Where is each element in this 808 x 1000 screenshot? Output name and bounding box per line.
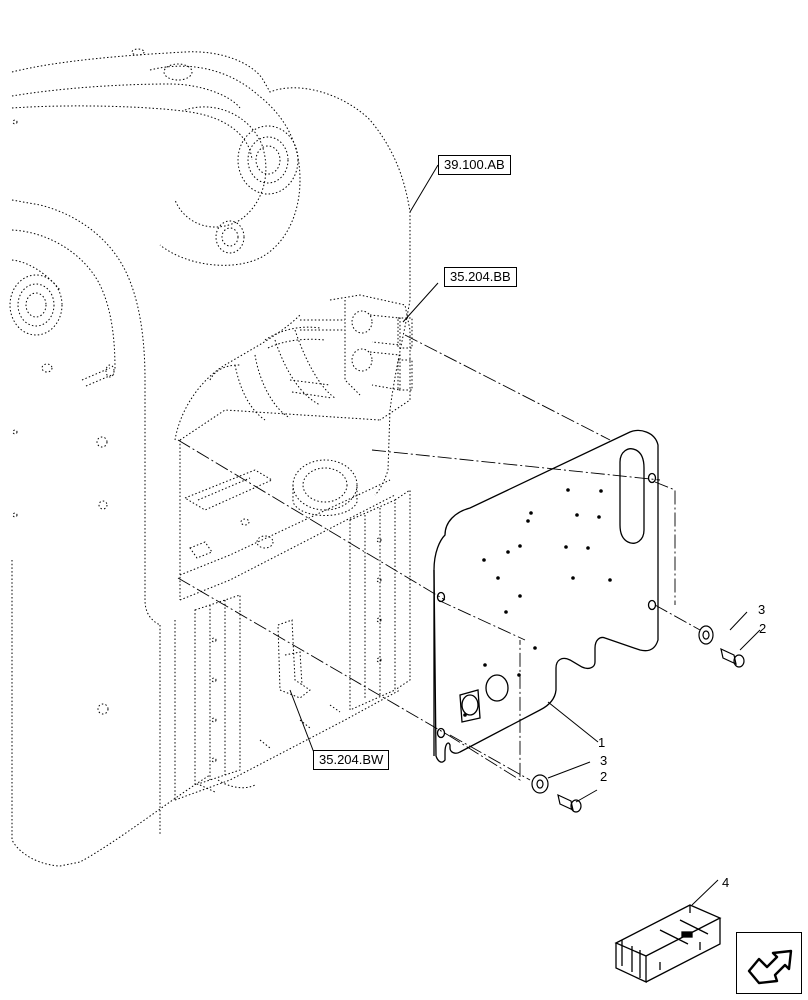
return-arrow-icon [747, 949, 793, 985]
machine-frame-phantom [9, 48, 413, 867]
leader-lines [289, 164, 761, 906]
bolt-upper [720, 647, 745, 668]
mounting-plate-part [433, 429, 659, 763]
bolt-lower [557, 793, 582, 813]
callout-4-kit: 4 [722, 875, 730, 890]
callout-2-bolt-lower: 2 [600, 769, 608, 784]
washer-lower [531, 774, 549, 794]
alignment-lines [177, 334, 701, 781]
return-navigation-button[interactable] [736, 932, 802, 994]
callout-3-washer-upper: 3 [758, 602, 766, 617]
reference-35-204-bb[interactable]: 35.204.BB [444, 267, 517, 287]
callout-2-bolt-upper: 2 [759, 621, 767, 636]
crate-kit-icon [614, 904, 722, 984]
reference-35-204-bw[interactable]: 35.204.BW [313, 750, 390, 770]
callout-3-washer-lower: 3 [600, 753, 608, 768]
callout-1-plate: 1 [598, 735, 606, 750]
plate-small-holes [463, 488, 612, 717]
washer-upper [698, 625, 714, 645]
reference-39-100-ab[interactable]: 39.100.AB [438, 155, 511, 175]
